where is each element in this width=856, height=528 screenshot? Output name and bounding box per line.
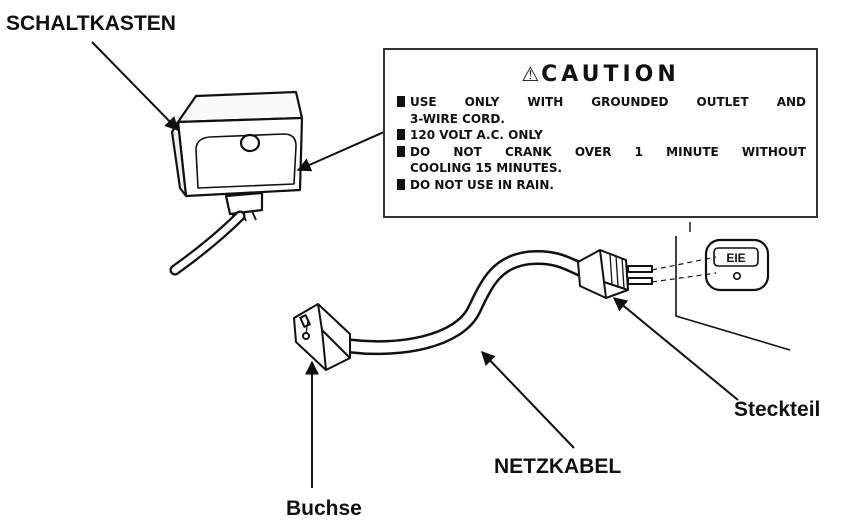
label-steckteil: Steckteil bbox=[734, 398, 821, 421]
caution-line: 3-WIRE CORD. bbox=[410, 111, 505, 126]
caution-line: USE ONLY WITH GROUNDED OUTLET AND bbox=[397, 94, 806, 111]
arrow-steckteil bbox=[612, 297, 739, 401]
caution-line: DO NOT USE IN RAIN. bbox=[397, 177, 806, 194]
warning-triangle-icon: ⚠ bbox=[521, 62, 540, 86]
label-buchse: Buchse bbox=[286, 497, 362, 520]
wall-outlet: EIE bbox=[675, 222, 791, 351]
arrow-schaltkasten bbox=[91, 41, 179, 132]
caution-line: 120 VOLT A.C. ONLY bbox=[397, 127, 806, 144]
label-netzkabel: NETZKABEL bbox=[494, 455, 622, 478]
female-socket bbox=[293, 303, 351, 371]
arrow-caution-to-box bbox=[296, 131, 385, 172]
bullet-icon bbox=[397, 145, 405, 157]
plug-alignment-lines bbox=[651, 256, 717, 283]
switch-button bbox=[239, 133, 261, 153]
caution-title: ⚠CAUTION bbox=[521, 62, 680, 87]
switch-box bbox=[170, 90, 304, 223]
bullet-icon bbox=[397, 129, 405, 140]
switch-box-cord bbox=[169, 210, 246, 276]
caution-line: DO NOT CRANK OVER 1 MINUTE WITHOUT bbox=[397, 144, 806, 161]
caution-line: COOLING 15 MINUTES. bbox=[410, 161, 563, 175]
bullet-icon bbox=[397, 96, 405, 107]
male-plug bbox=[577, 249, 653, 299]
caution-text: USE ONLY WITH GROUNDED OUTLET AND 3-WIRE… bbox=[397, 94, 806, 193]
leader-arrows bbox=[91, 41, 739, 488]
bullet-icon bbox=[397, 178, 405, 190]
label-schaltkasten: SCHALTKASTEN bbox=[6, 12, 176, 35]
caution-label: ⚠CAUTION USE ONLY WITH GROUNDED OUTLET A… bbox=[383, 48, 818, 218]
power-cord bbox=[342, 249, 590, 356]
outlet-plate bbox=[704, 238, 770, 292]
arrow-netzkabel bbox=[481, 350, 575, 449]
outlet-marking: EIE bbox=[726, 251, 745, 265]
